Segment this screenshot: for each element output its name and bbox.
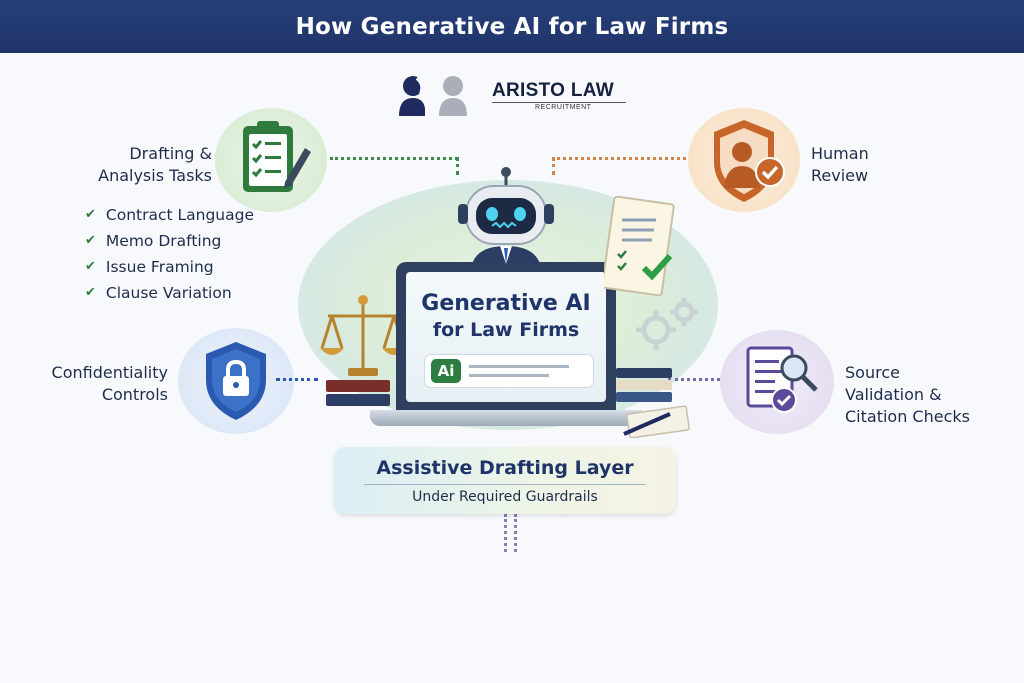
list-item: ✔ Clause Variation: [85, 280, 254, 306]
logo-mark: [395, 72, 475, 120]
list-item: ✔ Contract Language: [85, 202, 254, 228]
connector-human-review-down: [552, 157, 555, 175]
book-stack-right: [616, 368, 672, 406]
shield-person-check-icon: [714, 120, 785, 202]
center-title-line1: Generative AI: [421, 291, 591, 316]
source-validation-line1: Source: [845, 363, 900, 382]
clipboard-checklist-icon: [243, 121, 311, 192]
notepad-pen: [620, 404, 694, 439]
source-validation-line2: Validation &: [845, 385, 942, 404]
human-review-line2: Review: [811, 166, 869, 185]
source-validation-line3: Citation Checks: [845, 407, 970, 426]
drafting-title-line1: Drafting &: [129, 144, 212, 163]
confidentiality-label: Confidentiality Controls: [40, 362, 168, 406]
connector-drafting: [330, 157, 458, 160]
drafting-title: Drafting & Analysis Tasks: [87, 143, 212, 187]
center-title: Generative AI for Law Firms: [406, 290, 606, 344]
connector-bottom-left: [504, 514, 507, 552]
laptop-base: [370, 410, 642, 426]
connector-confidentiality: [276, 378, 318, 381]
ai-input-bar: Ai: [424, 354, 594, 388]
drafting-badge: [215, 108, 327, 212]
list-item: ✔ Issue Framing: [85, 254, 254, 280]
ai-badge: Ai: [431, 359, 461, 383]
check-icon: ✔: [85, 207, 96, 222]
text-line: [469, 374, 549, 377]
drafting-title-line2: Analysis Tasks: [98, 166, 212, 185]
logo-tagline: RECRUITMENT: [535, 104, 592, 111]
layer-title: Assistive Drafting Layer: [376, 457, 634, 479]
connector-human-review: [552, 157, 686, 160]
confidentiality-line1: Confidentiality: [51, 363, 168, 382]
robot-icon: [448, 164, 568, 284]
connector-drafting-down: [456, 157, 459, 175]
human-review-badge: [688, 108, 800, 212]
laptop-icon: Generative AI for Law Firms Ai: [396, 262, 616, 412]
check-icon: ✔: [85, 285, 96, 300]
human-review-label: Human Review: [811, 143, 869, 187]
human-review-line1: Human: [811, 144, 869, 163]
source-validation-label: Source Validation & Citation Checks: [845, 362, 970, 428]
person-silhouette-icon: [399, 76, 467, 116]
page-title: How Generative AI for Law Firms: [295, 13, 729, 40]
shield-lock-icon: [206, 342, 266, 420]
logo-divider: [492, 102, 626, 103]
checklist-document-icon: [601, 195, 680, 300]
laptop-screen: Generative AI for Law Firms Ai: [406, 272, 606, 402]
list-item-label: Issue Framing: [105, 258, 214, 276]
book-stack: [326, 380, 390, 406]
drafting-task-list: ✔ Contract Language ✔ Memo Drafting ✔ Issue…: [85, 202, 254, 306]
layer-subtitle: Under Required Guardrails: [412, 489, 598, 505]
confidentiality-badge: [178, 328, 294, 434]
document-magnifier-check-icon: [746, 346, 818, 413]
connector-bottom-right: [514, 514, 517, 552]
check-icon: ✔: [85, 259, 96, 274]
list-item: ✔ Memo Drafting: [85, 228, 254, 254]
layer-divider: [364, 484, 646, 485]
list-item-label: Clause Variation: [105, 284, 232, 302]
source-validation-badge: [720, 330, 834, 434]
check-icon: ✔: [85, 233, 96, 248]
text-line: [469, 365, 569, 368]
connector-source-validation: [668, 378, 720, 381]
assistive-layer-box: Assistive Drafting Layer Under Required …: [334, 447, 676, 514]
confidentiality-line2: Controls: [101, 385, 168, 404]
title-bar: How Generative AI for Law Firms: [0, 0, 1024, 53]
scales-of-justice-icon: [318, 290, 408, 390]
list-item-label: Memo Drafting: [105, 232, 222, 250]
gear-icon: [626, 290, 706, 360]
list-item-label: Contract Language: [105, 206, 255, 224]
center-title-line2: for Law Firms: [432, 319, 580, 341]
logo-name: ARISTO LAW: [492, 80, 614, 101]
